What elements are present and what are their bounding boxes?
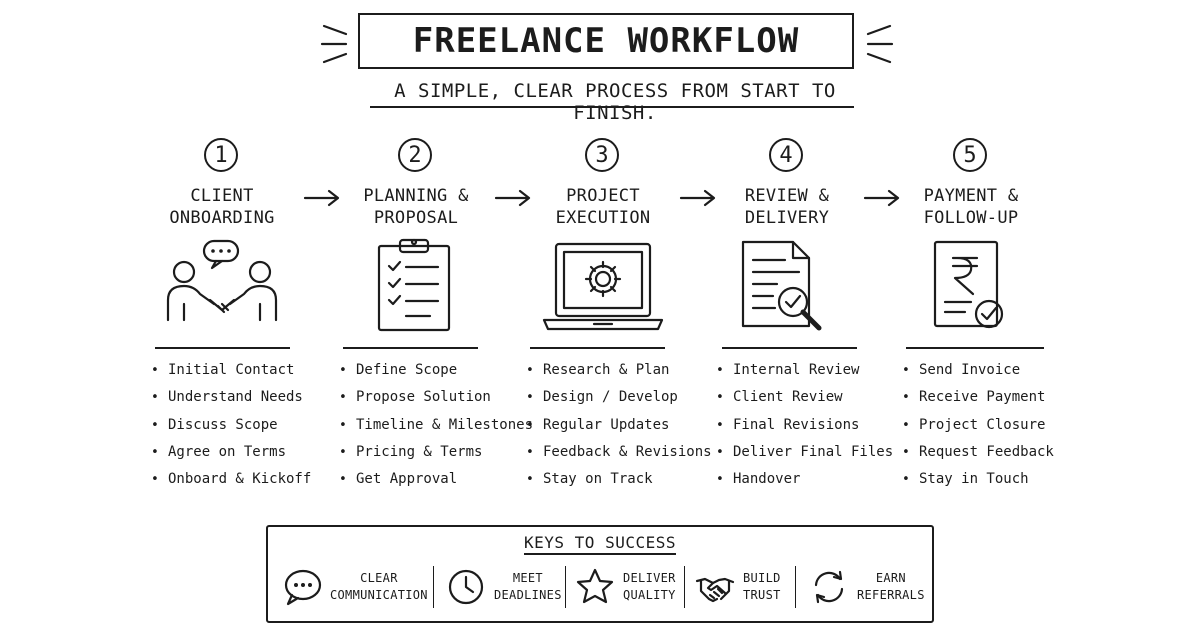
laptop-gear-icon xyxy=(538,238,668,338)
list-item: Internal Review xyxy=(716,360,893,387)
list-item: Feedback & Revisions xyxy=(526,442,712,469)
key-divider xyxy=(565,566,566,608)
list-item: Handover xyxy=(716,469,893,496)
step-title: PLANNING &PROPOSAL xyxy=(363,186,469,228)
clipboard-checklist-icon xyxy=(356,238,476,338)
speech-bubble-icon xyxy=(284,569,322,606)
list-item: Client Review xyxy=(716,387,893,414)
step-task-list: Internal Review Client Review Final Revi… xyxy=(716,360,893,496)
page-title: FREELANCE WORKFLOW xyxy=(358,13,854,69)
right-spark-decoration xyxy=(866,24,894,64)
handshake-people-icon xyxy=(162,238,282,338)
step-task-list: Define Scope Propose Solution Timeline &… xyxy=(339,360,533,496)
handshake-icon xyxy=(695,577,735,603)
rupee-invoice-icon xyxy=(911,238,1031,338)
key-label: MEET DEADLINES xyxy=(494,571,562,602)
arrow-right-icon xyxy=(494,189,531,207)
key-clear-communication: CLEAR COMMUNICATION xyxy=(282,565,428,609)
list-item: Stay on Track xyxy=(526,469,712,496)
refresh-icon xyxy=(814,570,844,604)
step-task-list: Research & Plan Design / Develop Regular… xyxy=(526,360,712,496)
list-item: Research & Plan xyxy=(526,360,712,387)
clock-icon xyxy=(448,569,484,605)
key-divider xyxy=(433,566,434,608)
list-item: Propose Solution xyxy=(339,387,533,414)
list-item: Request Feedback xyxy=(902,442,1054,469)
arrow-right-icon xyxy=(303,189,340,207)
list-item: Send Invoice xyxy=(902,360,1054,387)
key-label: DELIVER QUALITY xyxy=(623,571,676,602)
keys-to-success-panel xyxy=(266,525,934,623)
list-item: Onboard & Kickoff xyxy=(151,469,311,496)
document-magnifier-icon xyxy=(727,238,847,338)
key-meet-deadlines: MEET DEADLINES xyxy=(446,565,562,609)
list-item: Pricing & Terms xyxy=(339,442,533,469)
list-item: Stay in Touch xyxy=(902,469,1054,496)
step-number: 1 xyxy=(204,138,238,172)
arrow-right-icon xyxy=(863,189,900,207)
list-item: Project Closure xyxy=(902,415,1054,442)
step-divider xyxy=(343,347,478,349)
page-subtitle: A SIMPLE, CLEAR PROCESS FROM START TO FI… xyxy=(394,80,836,124)
step-number: 3 xyxy=(585,138,619,172)
step-number: 5 xyxy=(953,138,987,172)
key-divider xyxy=(684,566,685,608)
left-spark-decoration xyxy=(320,24,348,64)
key-deliver-quality: DELIVER QUALITY xyxy=(575,565,676,609)
list-item: Get Approval xyxy=(339,469,533,496)
list-item: Receive Payment xyxy=(902,387,1054,414)
list-item: Timeline & Milestones xyxy=(339,415,533,442)
list-item: Define Scope xyxy=(339,360,533,387)
step-task-list: Initial Contact Understand Needs Discuss… xyxy=(151,360,311,496)
star-icon xyxy=(576,568,614,604)
key-divider xyxy=(795,566,796,608)
list-item: Design / Develop xyxy=(526,387,712,414)
list-item: Deliver Final Files xyxy=(716,442,893,469)
list-item: Initial Contact xyxy=(151,360,311,387)
list-item: Regular Updates xyxy=(526,415,712,442)
list-item: Agree on Terms xyxy=(151,442,311,469)
keys-title: KEYS TO SUCCESS xyxy=(266,533,934,555)
step-divider xyxy=(530,347,665,349)
step-task-list: Send Invoice Receive Payment Project Clo… xyxy=(902,360,1054,496)
step-number: 2 xyxy=(398,138,432,172)
list-item: Final Revisions xyxy=(716,415,893,442)
key-earn-referrals: EARN REFERRALS xyxy=(809,565,925,609)
list-item: Discuss Scope xyxy=(151,415,311,442)
key-build-trust: BUILD TRUST xyxy=(695,565,781,609)
step-divider xyxy=(155,347,290,349)
step-title: REVIEW &DELIVERY xyxy=(744,186,830,228)
key-label: EARN REFERRALS xyxy=(857,571,925,602)
list-item: Understand Needs xyxy=(151,387,311,414)
key-label: CLEAR COMMUNICATION xyxy=(330,571,428,602)
step-number: 4 xyxy=(769,138,803,172)
arrow-right-icon xyxy=(679,189,716,207)
step-divider xyxy=(906,347,1044,349)
subtitle-underline xyxy=(370,106,854,108)
step-title: PAYMENT &FOLLOW-UP xyxy=(923,186,1019,228)
step-divider xyxy=(722,347,857,349)
key-label: BUILD TRUST xyxy=(743,571,781,602)
